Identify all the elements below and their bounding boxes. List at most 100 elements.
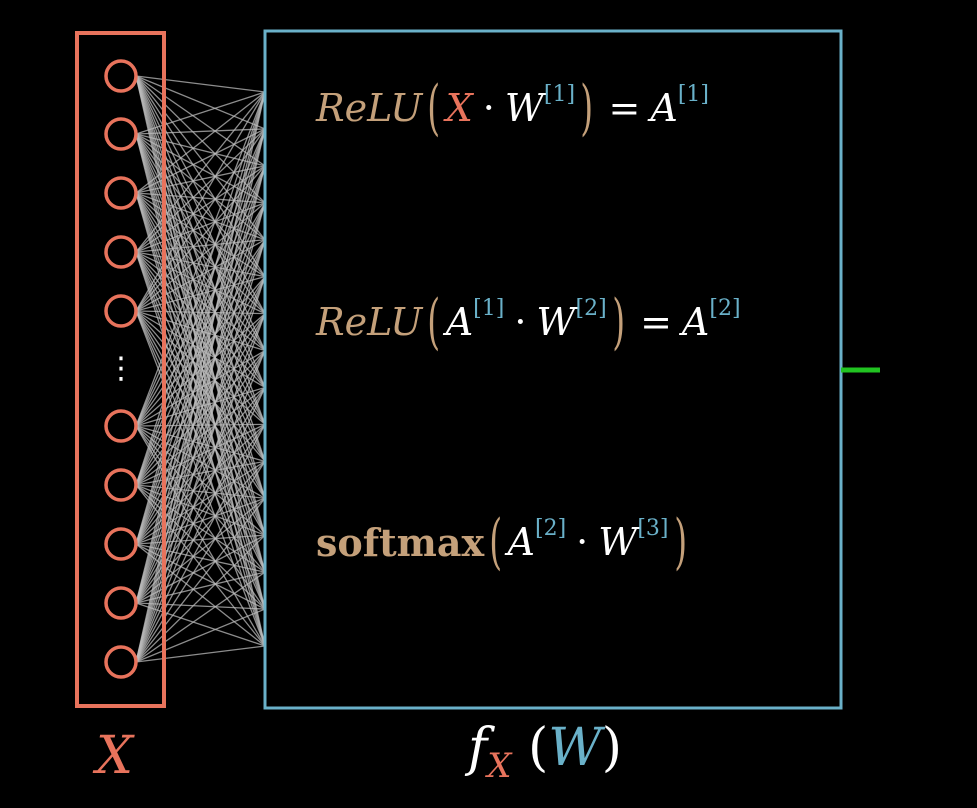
edge-3-7	[135, 251, 266, 352]
edge-4-5	[135, 276, 266, 312]
edge-9-7	[135, 350, 266, 663]
equation-layer-1: ReLU ( X · W[1] ) = A[1]	[316, 78, 709, 138]
input-node-2	[104, 176, 138, 210]
edge-0-0	[135, 75, 266, 93]
edge-4-6	[135, 310, 266, 315]
close-paren: )	[611, 287, 625, 357]
edge-2-3	[135, 192, 266, 204]
weight-var: W	[598, 520, 638, 564]
function-close-paren: )	[601, 718, 623, 778]
edge-9-2	[135, 165, 266, 663]
edge-4-15	[135, 310, 266, 647]
relu-function: ReLU	[316, 300, 423, 344]
edge-4-4	[135, 239, 266, 312]
equation-layer-3: softmax ( A[2] · W[3] )	[316, 512, 692, 572]
edge-9-10	[135, 460, 266, 663]
edge-9-1	[135, 128, 266, 663]
weight-superscript: [1]	[543, 81, 576, 107]
edge-2-2	[135, 165, 266, 194]
equation-layer-2: ReLU ( A[1] · W[2] ) = A[2]	[316, 292, 741, 352]
edge-3-4	[135, 239, 266, 253]
edge-3-5	[135, 251, 266, 278]
input-node-8	[104, 586, 138, 620]
edge-2-5	[135, 192, 266, 278]
activation-var: A	[681, 300, 710, 344]
edge-0-4	[135, 75, 266, 241]
edge-1-5	[135, 133, 266, 278]
edge-7-6	[135, 313, 266, 545]
activation-input-superscript: [2]	[535, 515, 567, 541]
edge-7-1	[135, 128, 266, 545]
edge-9-9	[135, 424, 266, 663]
edge-0-2	[135, 75, 266, 167]
input-node-9	[104, 645, 138, 679]
activation-var: A	[650, 86, 678, 130]
edge-7-5	[135, 276, 266, 545]
function-open-paren: (	[528, 718, 549, 778]
open-paren: (	[427, 287, 441, 357]
activation-input-var: A	[445, 300, 474, 344]
edge-3-0	[135, 91, 266, 253]
edge-0-6	[135, 75, 266, 314]
edge-0-8	[135, 75, 266, 388]
equals-sign: =	[640, 300, 672, 344]
weight-superscript: [3]	[637, 515, 669, 541]
input-label: X	[96, 726, 134, 786]
input-node-4	[104, 294, 138, 328]
edge-1-3	[135, 133, 266, 204]
edge-8-1	[135, 128, 266, 604]
edge-2-7	[135, 192, 266, 351]
activation-superscript: [1]	[677, 81, 709, 107]
edge-9-5	[135, 276, 266, 663]
edge-9-0	[135, 91, 266, 663]
weight-superscript: [2]	[575, 295, 607, 321]
activation-superscript: [2]	[709, 295, 741, 321]
equals-sign: =	[608, 86, 641, 130]
input-layer-box	[75, 31, 166, 708]
edge-7-7	[135, 350, 266, 545]
softmax-function: softmax	[316, 519, 485, 565]
edge-1-0	[135, 91, 266, 135]
edge-1-2	[135, 133, 266, 167]
edge-4-0	[135, 91, 266, 312]
edge-8-3	[135, 202, 266, 604]
edge-8-0	[135, 91, 266, 604]
activation-input-superscript: [1]	[473, 295, 505, 321]
function-subscript: X	[487, 746, 512, 786]
edge-9-15	[135, 645, 266, 663]
edge-1-4	[135, 133, 266, 241]
dot-operator: ·	[576, 520, 589, 564]
edge-9-13	[135, 571, 266, 663]
edge-1-6	[135, 133, 266, 314]
edge-4-7	[135, 310, 266, 352]
weight-var: W	[536, 300, 576, 344]
edge-7-4	[135, 239, 266, 545]
edge-4-14	[135, 310, 266, 610]
input-ellipsis: ⋮	[106, 351, 136, 386]
edge-9-4	[135, 239, 266, 663]
connection-edges	[135, 75, 266, 663]
close-paren: )	[580, 73, 594, 143]
edge-9-3	[135, 202, 266, 663]
input-node-1	[104, 117, 138, 151]
edge-2-6	[135, 192, 266, 315]
edge-8-7	[135, 350, 266, 604]
edge-2-0	[135, 91, 266, 194]
edge-3-3	[135, 202, 266, 253]
input-nodes	[104, 59, 138, 679]
weight-var: W	[504, 86, 544, 130]
edge-8-4	[135, 239, 266, 604]
edge-8-2	[135, 165, 266, 604]
edge-3-6	[135, 251, 266, 315]
open-paren: (	[489, 507, 503, 577]
edge-7-2	[135, 165, 266, 545]
input-node-3	[104, 235, 138, 269]
close-paren: )	[673, 507, 687, 577]
edge-1-7	[135, 133, 266, 351]
edge-9-11	[135, 497, 266, 663]
edge-5-0	[135, 91, 266, 427]
edge-8-6	[135, 313, 266, 604]
open-paren: (	[427, 73, 441, 143]
edge-0-5	[135, 75, 266, 278]
edge-6-0	[135, 91, 266, 486]
